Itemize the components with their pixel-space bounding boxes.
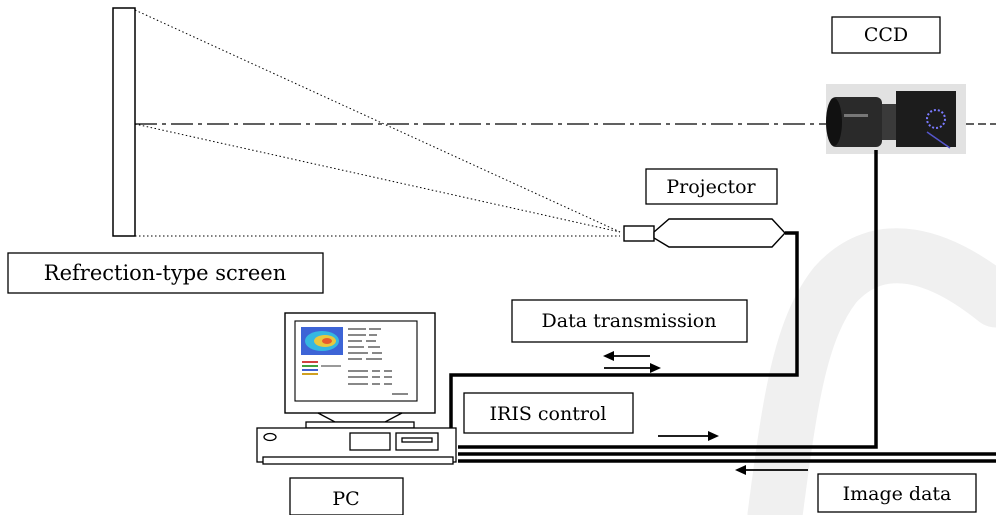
iris-control-label: IRIS control: [490, 403, 607, 425]
image-data-box: [817, 473, 977, 513]
refraction-screen: [112, 7, 136, 237]
pc-tower-icon: [256, 427, 457, 465]
image-data-arrow: [735, 465, 808, 475]
screen-label: Refrection-type screen: [44, 261, 286, 285]
bidirectional-arrows: [603, 351, 661, 373]
data-transmission-label: Data transmission: [542, 310, 717, 332]
ccd-cable: [458, 150, 878, 449]
projector-label-box: [645, 168, 778, 205]
watermark: [747, 228, 996, 515]
projector-icon: [623, 218, 786, 248]
screen-label-box: [7, 252, 324, 294]
projector-cable: [449, 231, 799, 444]
pc-monitor-icon: [284, 312, 436, 414]
ccd-camera-icon: [826, 84, 966, 154]
data-transmission-box: [511, 299, 748, 343]
projector-label: Projector: [666, 176, 756, 198]
pc-monitor-stand: [305, 412, 415, 429]
iris-arrow: [658, 431, 719, 441]
iris-control-box: [463, 392, 634, 434]
projection-rays: [134, 9, 621, 237]
pc-label-box: [289, 477, 404, 515]
ccd-label: CCD: [864, 24, 908, 46]
pc-label: PC: [332, 488, 359, 510]
ccd-label-box: [831, 16, 941, 54]
image-data-label: Image data: [843, 483, 952, 505]
